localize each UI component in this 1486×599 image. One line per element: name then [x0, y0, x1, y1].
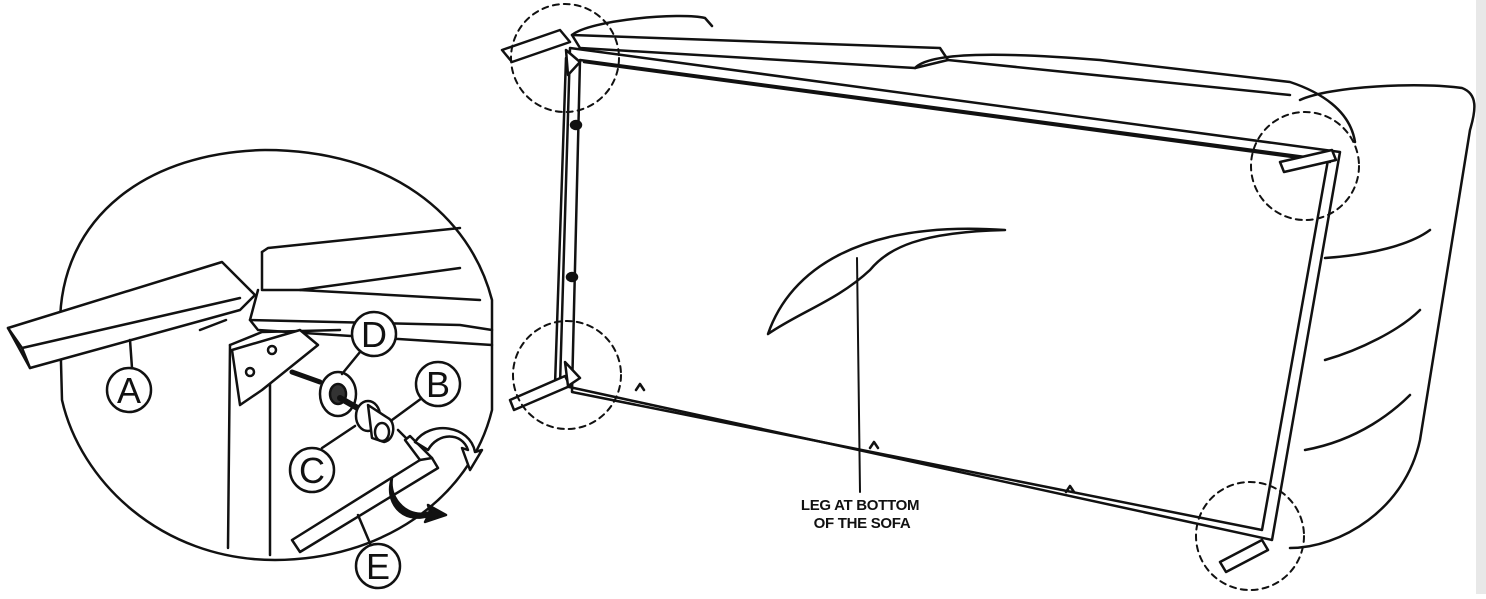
label-circle-d [350, 310, 398, 358]
allen-key-e [290, 456, 440, 554]
leg-bottom-left [508, 374, 572, 412]
label-c: C [299, 450, 325, 491]
rotation-arrow-icon [413, 426, 484, 472]
swoosh-mark [766, 227, 1007, 336]
leg-callout-circle [510, 3, 620, 113]
label-e: E [366, 546, 390, 587]
right-margin-strip [1476, 0, 1486, 594]
caption-line-1: LEG AT BOTTOM [801, 497, 919, 514]
leg-callout-circle [512, 320, 622, 430]
label-circle-c [288, 446, 336, 494]
label-circle-e [354, 542, 402, 590]
caption: LEG AT BOTTOM OF THE SOFA [801, 497, 920, 532]
caption-line-2: OF THE SOFA [814, 515, 911, 532]
leg-callout-circle [1250, 111, 1360, 221]
sofa-underside [500, 3, 1476, 591]
label-b: B [426, 364, 450, 405]
detail-view [6, 148, 494, 590]
leg-top-left [500, 28, 572, 64]
part-labels: A D B C E [117, 314, 450, 587]
label-a: A [117, 370, 141, 411]
label-circle-a [105, 366, 153, 414]
label-circle-b [414, 360, 462, 408]
leg-top-right [1278, 148, 1338, 174]
leg-callout-circle [1195, 481, 1305, 591]
leg-bottom-right [1218, 538, 1270, 574]
label-d: D [361, 314, 387, 355]
